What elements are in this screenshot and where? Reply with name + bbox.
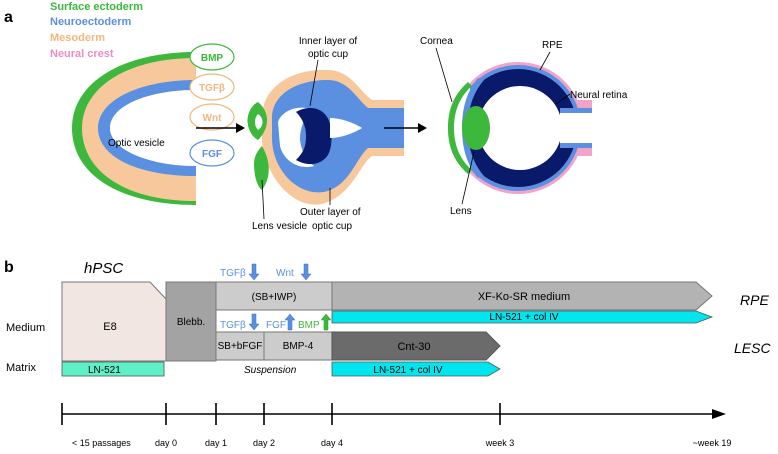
legend-neural-crest: Neural crest <box>50 48 114 60</box>
signal-tgfb: TGFβ <box>199 83 225 94</box>
cnt30-label: Cnt-30 <box>397 341 430 353</box>
inner-layer-label-2: optic cup <box>308 49 348 60</box>
timeline-day4: day 4 <box>321 438 343 448</box>
sb-bfgf-label: SB+bFGF <box>218 341 263 352</box>
rpe-medium-row: (SB+IWP) XF-Ko-SR medium <box>215 281 713 311</box>
bottom-signal-fgf: FGF <box>266 320 286 331</box>
neural-retina-label: Neural retina <box>570 90 628 101</box>
optic-vesicle-drawing: Optic vesicle <box>72 52 196 205</box>
inner-layer-label-1: Inner layer of <box>299 36 358 47</box>
rpe-matrix-row: LN-521 + col IV <box>331 310 714 324</box>
blebb-label: Blebb. <box>177 317 205 328</box>
timeline-passages: < 15 passages <box>72 438 131 448</box>
signal-ellipses: BMP TGFβ Wnt FGF <box>189 43 235 167</box>
optic-vesicle-label: Optic vesicle <box>108 138 165 149</box>
blebb-block: Blebb. <box>165 281 217 362</box>
bottom-signal-tgfb: TGFβ <box>220 320 246 331</box>
cornea-label: Cornea <box>420 36 453 47</box>
ln521-label: LN-521 <box>88 365 121 376</box>
timeline-day2: day 2 <box>253 438 275 448</box>
top-tgfb-down-arrow <box>248 263 260 281</box>
ln521-matrix: LN-521 <box>61 361 165 377</box>
xf-medium-label: XF-Ko-SR medium <box>478 291 570 303</box>
row-label-medium: Medium <box>6 322 45 334</box>
lens-label: Lens <box>450 206 472 217</box>
e8-block: E8 <box>61 281 167 362</box>
bottom-fgf-up-arrow <box>284 313 296 331</box>
top-signal-wnt: Wnt <box>276 268 294 279</box>
signal-bmp: BMP <box>201 53 224 64</box>
ln521-col-lesc-label: LN-521 + col IV <box>373 365 443 376</box>
arrow-1 <box>196 123 245 133</box>
top-signals: TGFβ Wnt <box>220 263 312 281</box>
timeline-day1: day 1 <box>205 438 227 448</box>
panel-b-letter: b <box>4 259 14 276</box>
row-label-matrix: Matrix <box>6 362 36 374</box>
bottom-bmp-up-arrow <box>320 313 332 331</box>
lesc-medium-row: SB+bFGF BMP-4 Cnt-30 <box>215 331 501 361</box>
bmp4-label: BMP-4 <box>283 341 314 352</box>
rpe-label-b: RPE <box>740 292 769 308</box>
timeline-week19: ~week 19 <box>693 438 732 448</box>
bottom-signal-bmp: BMP <box>298 320 320 331</box>
e8-label: E8 <box>103 321 116 333</box>
lens-vesicle-label: Lens vesicle <box>252 221 307 232</box>
legend-neuroectoderm: Neuroectoderm <box>50 16 132 28</box>
top-wnt-down-arrow <box>300 263 312 281</box>
timeline-day0: day 0 <box>155 438 177 448</box>
timeline: < 15 passages day 0 day 1 day 2 day 4 we… <box>61 403 732 448</box>
bottom-signals: TGFβ FGF BMP <box>220 313 332 331</box>
ln521-col-rpe-label: LN-521 + col IV <box>489 312 559 323</box>
arrow-2 <box>384 123 427 133</box>
sb-iwp-label: (SB+IWP) <box>252 292 297 303</box>
outer-layer-label-2: optic cup <box>312 221 352 232</box>
hpsc-label: hPSC <box>84 260 123 277</box>
panel-a-letter: a <box>4 9 13 26</box>
optic-cup-drawing: Inner layer of optic cup Lens vesicle Ou… <box>247 36 404 232</box>
lesc-matrix-row: LN-521 + col IV <box>331 361 501 377</box>
legend-mesoderm: Mesoderm <box>50 32 105 44</box>
lesc-label: LESC <box>734 340 771 356</box>
mature-eye-drawing: Cornea RPE Neural retina Lens <box>420 36 628 217</box>
suspension-label: Suspension <box>244 365 297 376</box>
bottom-tgfb-down-arrow <box>248 313 260 331</box>
legend-surface-ectoderm: Surface ectoderm <box>50 1 143 13</box>
timeline-week3: week 3 <box>485 438 515 448</box>
outer-layer-label-1: Outer layer of <box>300 207 361 218</box>
signal-wnt: Wnt <box>203 113 223 124</box>
rpe-label-a: RPE <box>542 40 563 51</box>
top-signal-tgfb: TGFβ <box>220 268 246 279</box>
signal-fgf: FGF <box>202 149 222 160</box>
legend: Surface ectoderm Neuroectoderm Mesoderm … <box>50 1 143 60</box>
